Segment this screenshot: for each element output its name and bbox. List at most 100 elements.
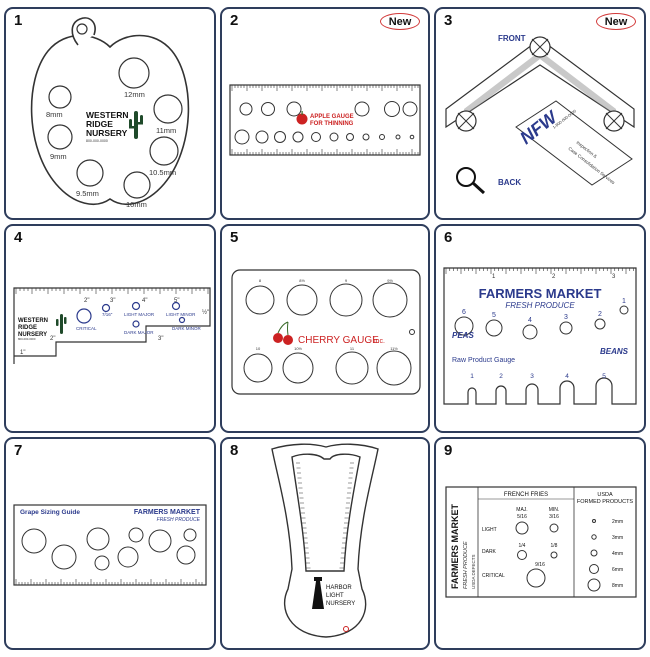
gauge-hole [51,544,77,570]
hang-hole [409,329,415,335]
gauge-hole [346,133,354,141]
size-label: 10mm [126,200,147,209]
gauge-hole [243,353,273,383]
gauge-hole [335,351,369,385]
critical-size-label: 7/16" [102,312,113,317]
crosshair-icon [455,110,477,132]
step-mark: 2" [50,336,55,342]
hole-10mm [123,171,151,199]
panel-9[interactable]: 9 FARMERS MARKET FRESH PRODUCE USDA DEFE… [434,437,646,650]
usda-hole [592,519,596,523]
brand-line: HARBOR [326,585,352,591]
panel-8[interactable]: 8 HARBOR LIGHT NURSERY [220,437,430,650]
gauge-hole [176,545,196,565]
row-label: DARK [482,549,497,555]
grape-sizing-guide-drawing: Grape Sizing Guide FARMERS MARKET FRESH … [13,504,207,586]
min-size: 3/16 [549,514,559,520]
light-major-label: LIGHT MAJOR [124,312,155,317]
size-label: 9mm [50,152,67,161]
brand-line: NURSERY [326,601,355,607]
hole-size-label: 9 [345,278,348,283]
guide-title: Grape Sizing Guide [20,509,80,516]
ruler-mark: 4" [142,298,147,304]
hole-size-label: 11 [350,346,355,351]
critical-hole [526,568,546,588]
gauge-hole [255,130,269,144]
hole-number: 6 [462,309,466,316]
brand-line: RIDGE [18,325,37,331]
brand-phone: 800-000-0000 [18,337,36,341]
gauge-subtitle: FRESH PRODUCE [157,517,201,523]
panel-4[interactable]: 4 2" 3" 4" 5" ½" WESTERN RIDGE NURSERY 8… [4,224,216,433]
maj-label: MAJ. [516,507,527,513]
gauge-hole [485,319,503,337]
light-minor-hole [549,523,559,533]
gauge-title: FARMERS MARKET [479,286,602,301]
panel-1[interactable]: 1 12mm 8mm 11mm 9mm 10.5mm 9.5mm 10mm WE… [4,7,216,220]
critical-size-hole [101,303,111,313]
gauge-hole [379,134,385,140]
gauge-hole [94,555,110,571]
brand-line: WESTERN [18,318,48,324]
cherry-icon [273,321,293,345]
panel-number: 3 [444,12,453,29]
critical-hole [76,308,92,324]
gauge-hole [329,283,363,317]
gauge-hole [286,101,302,117]
lighthouse-icon [312,577,324,609]
hole-number: 3 [564,314,568,321]
gauge-hole [245,285,275,315]
apple-outline [30,34,190,206]
panel-7[interactable]: 7 Grape Sizing Guide FARMERS MARKET FRES… [4,437,216,650]
ruler-ticks [445,268,634,274]
cactus-icon [56,314,67,334]
light-major-hole [515,521,529,535]
new-badge: New [380,13,420,30]
dark-minor-hole [550,551,558,559]
size-label: 8mm [46,110,63,119]
gauge-hole [117,546,139,568]
hole-number: 2 [598,311,602,318]
slot-number: 4 [565,373,569,380]
panel-3[interactable]: 3 New Inspection & Case Consolidation Se… [434,7,646,220]
usda-size-label: 6mm [612,567,623,573]
caliper-outline [271,443,379,638]
pivot-hole [343,626,349,632]
usda-hole [587,578,601,592]
hole-size-label: 9½ [387,278,393,283]
gauge-hole [282,352,314,384]
usda-hole [590,549,598,557]
ruler-mark: 3 [612,274,616,280]
row-label: CRITICAL [482,573,505,579]
hole-11mm [153,94,183,124]
ruler-ticks [231,85,419,155]
hole-size-label: 8½ [299,278,305,283]
gauge-holes [21,527,197,571]
apple-icon [296,111,308,125]
ruler-ticks [296,462,354,569]
gauge-title-suffix: inc. [374,338,385,345]
gauge-subtitle: FOR THINNING [310,121,354,127]
gauge-hole [311,132,321,142]
panel-2[interactable]: 2 New APPLE GAUGE FOR THINNING [220,7,430,220]
gauge-hole [274,131,286,143]
dark-minor-hole [178,316,186,324]
usda-title: FORMED PRODUCTS [577,499,634,505]
usda-size-label: 8mm [612,583,623,589]
usda-size-label: 4mm [612,551,623,557]
light-minor-hole [171,301,181,311]
back-label: BACK [498,178,521,187]
hole-number: 1 [622,298,626,305]
hole-8mm [48,85,72,109]
gauge-title: CHERRY GAUGE [298,335,379,346]
gauge-hole [354,101,370,117]
crosshair-icon [529,36,551,58]
usda-hole [589,564,599,574]
side-title: FARMERS MARKET [450,503,460,589]
ruler-mark: 2 [552,274,556,280]
